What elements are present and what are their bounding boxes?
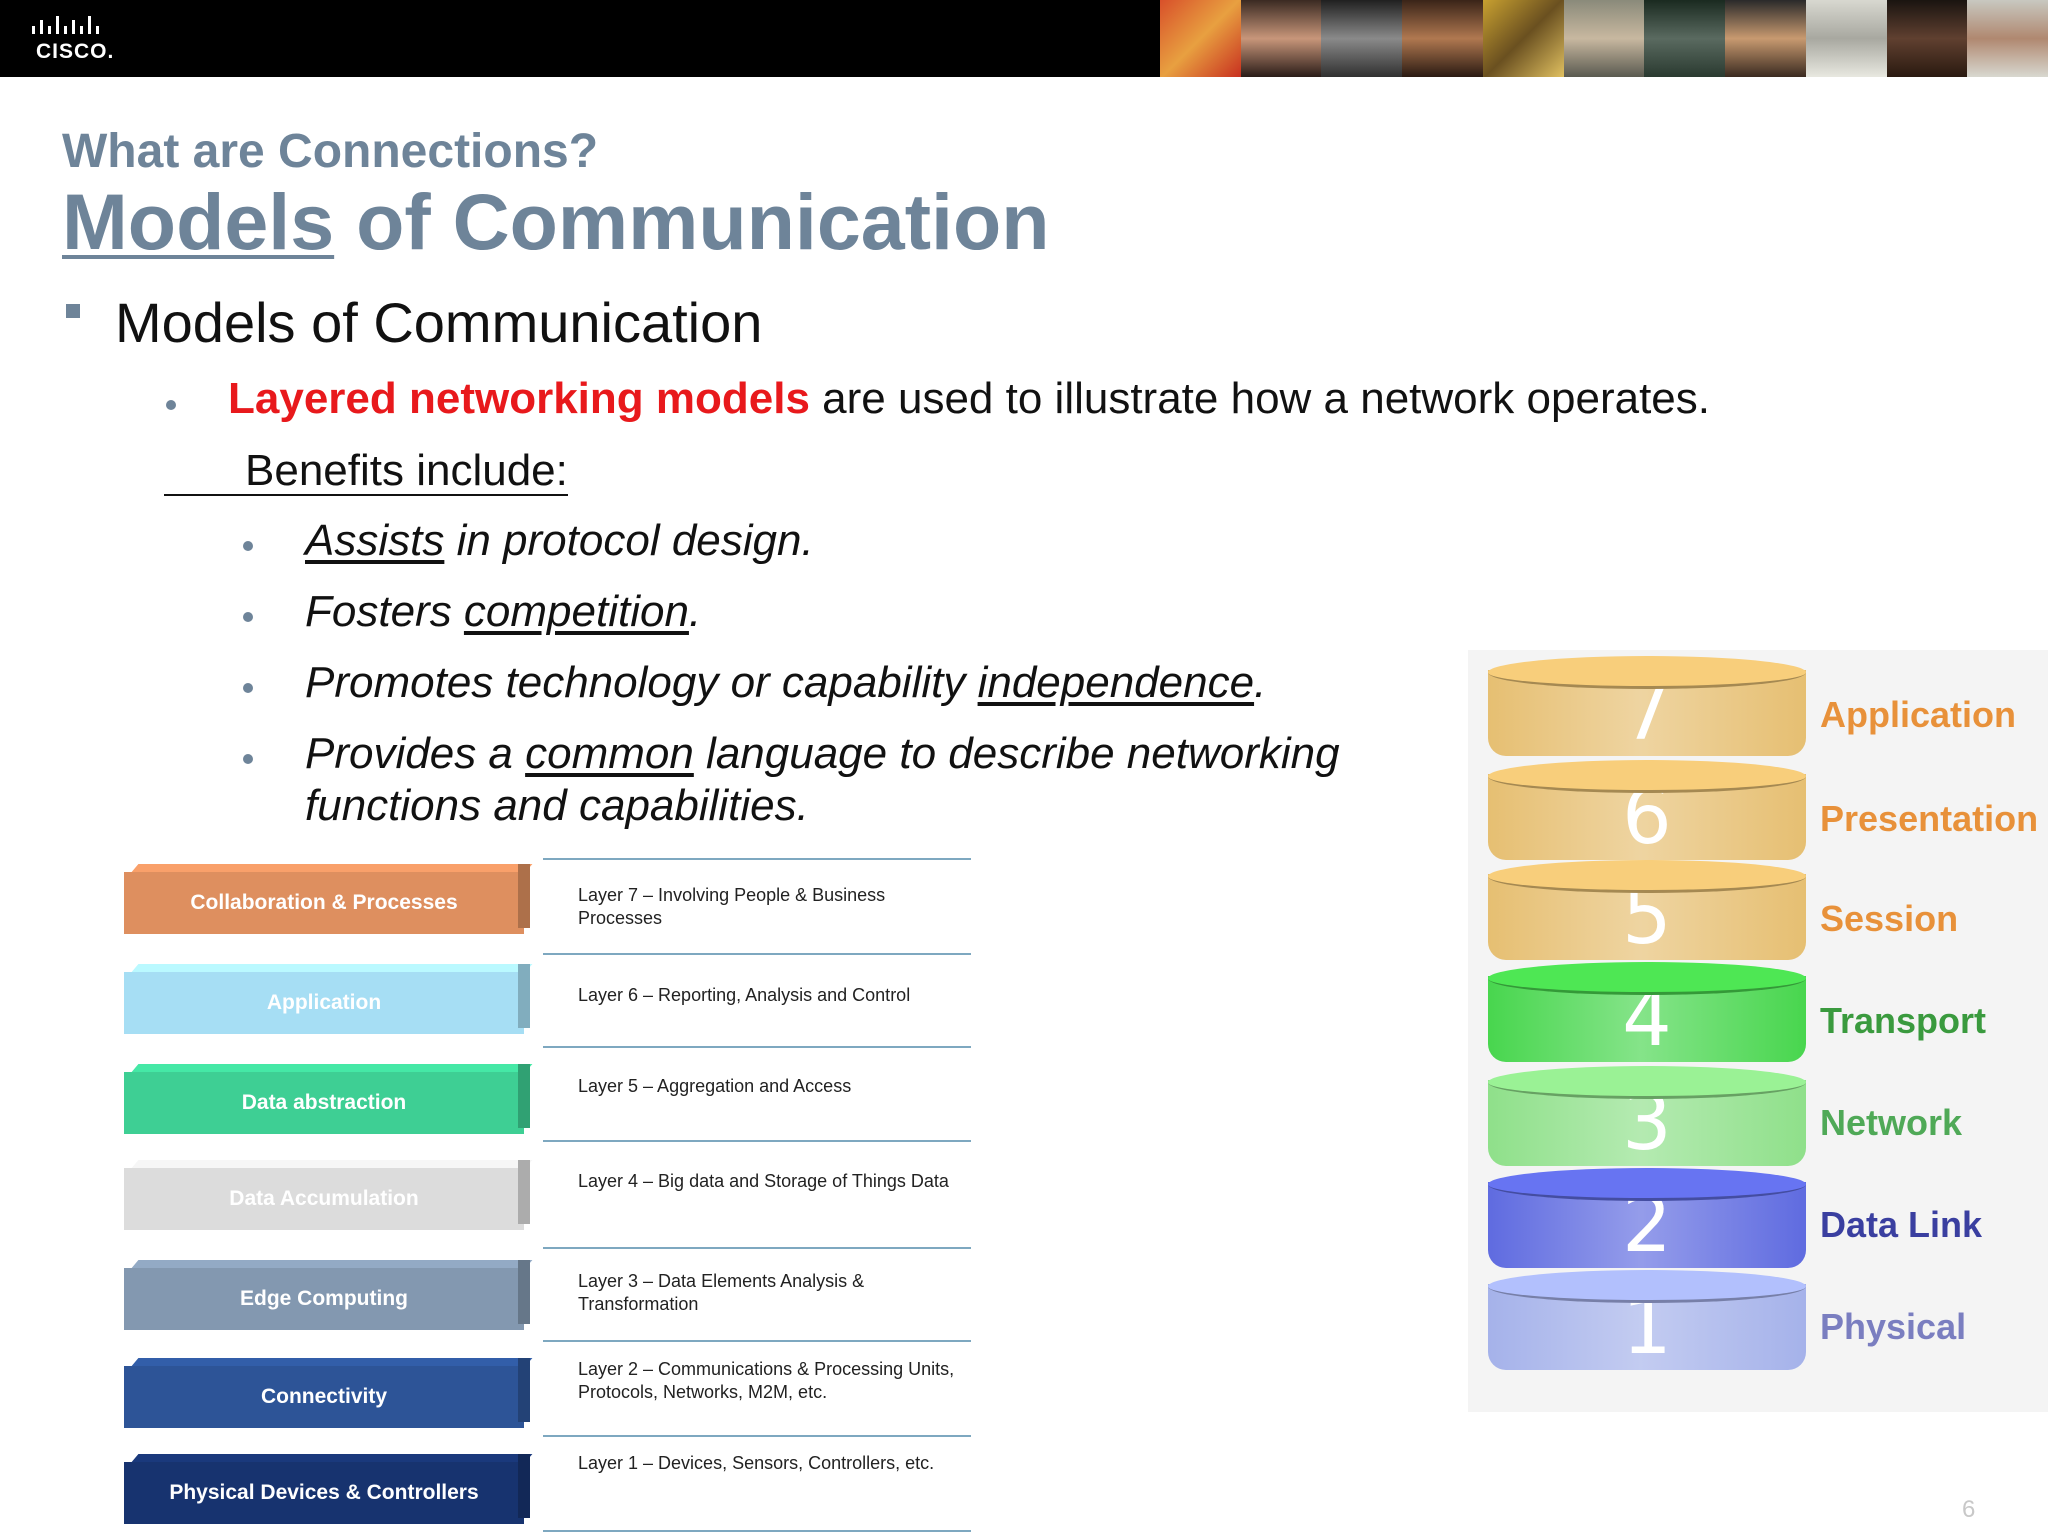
block-side-face xyxy=(518,864,530,928)
iot-layer-description: Layer 1 – Devices, Sensors, Controllers,… xyxy=(578,1453,935,1473)
iot-layer-block: Connectivity xyxy=(124,1358,533,1428)
benefit-text: language to describe networking xyxy=(693,729,1340,778)
iot-layer-label: Data abstraction xyxy=(124,1072,524,1134)
layered-models-highlight: Layered networking models xyxy=(228,374,810,423)
title-underlined-word: Models xyxy=(62,177,335,266)
table-divider xyxy=(543,1530,971,1532)
iot-layer-description: Layer 2 – Communications & Processing Un… xyxy=(578,1359,955,1402)
osi-layer-name: Data Link xyxy=(1820,1204,1983,1245)
logo-text: CISCO. xyxy=(36,40,115,63)
osi-disk-top xyxy=(1488,1270,1806,1303)
iot-layer-label: Collaboration & Processes xyxy=(124,872,524,934)
osi-disk-top xyxy=(1488,962,1806,995)
table-divider xyxy=(543,1340,971,1342)
iot-layer-description: Layer 3 – Data Elements Analysis & Trans… xyxy=(578,1271,865,1314)
square-bullet-icon xyxy=(66,304,80,318)
table-divider xyxy=(543,1140,971,1142)
benefits-heading: Benefits include: xyxy=(164,448,568,496)
osi-disk-top xyxy=(1488,656,1806,689)
osi-disk-top xyxy=(1488,860,1806,893)
osi-layer-disk: 7 xyxy=(1488,656,1806,758)
benefit-keyword: common xyxy=(525,729,694,778)
block-side-face xyxy=(518,1260,530,1324)
bullet-dot-icon xyxy=(243,683,253,693)
iot-layer-label: Physical Devices & Controllers xyxy=(124,1462,524,1524)
benefit-text: in protocol design. xyxy=(444,516,814,565)
benefit-competition: Fosters competition. xyxy=(305,587,701,637)
table-divider xyxy=(543,1046,971,1048)
table-divider xyxy=(543,1435,971,1437)
benefit-text: Promotes technology or capability xyxy=(305,658,978,707)
block-side-face xyxy=(518,1454,530,1518)
page-number: 6 xyxy=(1962,1496,1976,1523)
benefit-common-language: Provides a common language to describe n… xyxy=(305,729,1340,779)
iot-layer-description: Layer 6 – Reporting, Analysis and Contro… xyxy=(578,985,911,1005)
layered-models-text: are used to illustrate how a network ope… xyxy=(809,374,1710,423)
benefit-text: Provides a xyxy=(305,729,526,778)
iot-layer-label: Connectivity xyxy=(124,1366,524,1428)
iot-layer-block: Collaboration & Processes xyxy=(124,864,533,934)
bullet-models-of-communication: Models of Communication xyxy=(115,291,763,354)
bullet-dot-icon xyxy=(243,754,253,764)
bullet-dot-icon xyxy=(243,612,253,622)
slide-title: Models of Communication xyxy=(62,176,1050,268)
table-divider xyxy=(543,953,971,955)
header-bar: CISCO. xyxy=(0,0,2048,77)
osi-layer-name: Transport xyxy=(1820,1000,1987,1041)
benefit-assists: Assists in protocol design. xyxy=(305,516,814,566)
iot-layer-description: Layer 4 – Big data and Storage of Things… xyxy=(578,1171,949,1191)
iot-layer-description: Layer 7 – Involving People & Business Pr… xyxy=(578,885,886,928)
block-side-face xyxy=(518,1358,530,1422)
block-side-face xyxy=(518,1064,530,1128)
table-divider xyxy=(543,1247,971,1249)
iot-layer-label: Edge Computing xyxy=(124,1268,524,1330)
osi-layer-disk: 3 xyxy=(1488,1066,1806,1168)
bullet-dot-icon xyxy=(243,541,253,551)
benefit-keyword: independence xyxy=(977,658,1255,707)
iot-layer-block: Application xyxy=(124,964,533,1034)
osi-layer-disk: 5 xyxy=(1488,860,1806,962)
layered-models-statement: Layered networking models are used to il… xyxy=(228,374,1710,424)
benefit-keyword: Assists xyxy=(305,516,445,565)
cisco-bars-icon xyxy=(32,16,99,34)
slide-subtitle: What are Connections? xyxy=(62,125,599,178)
osi-disk-top xyxy=(1488,1066,1806,1099)
cisco-logo: CISCO. xyxy=(30,14,120,64)
osi-layer-name: Presentation xyxy=(1820,798,2039,839)
benefit-independence: Promotes technology or capability indepe… xyxy=(305,658,1266,708)
table-divider xyxy=(543,858,971,860)
bullet-dot-icon xyxy=(166,400,176,410)
iot-layer-block: Data Accumulation xyxy=(124,1160,533,1230)
osi-layer-name: Network xyxy=(1820,1102,1963,1143)
iot-layer-block: Physical Devices & Controllers xyxy=(124,1454,533,1524)
benefit-text: . xyxy=(688,587,702,636)
osi-layer-name: Application xyxy=(1820,694,2016,735)
benefit-text: Fosters xyxy=(305,587,464,636)
iot-layer-block: Edge Computing xyxy=(124,1260,533,1330)
osi-layer-disk: 2 xyxy=(1488,1168,1806,1270)
iot-layer-label: Application xyxy=(124,972,524,1034)
header-photo-strip xyxy=(1160,0,2048,77)
benefit-keyword: competition xyxy=(463,587,689,636)
iot-layer-label: Data Accumulation xyxy=(124,1168,524,1230)
osi-disk-top xyxy=(1488,1168,1806,1201)
benefit-common-language-line2: functions and capabilities. xyxy=(305,781,809,830)
osi-layer-name: Physical xyxy=(1820,1306,1967,1347)
iot-layer-block: Data abstraction xyxy=(124,1064,533,1134)
osi-layer-disk: 1 xyxy=(1488,1270,1806,1372)
osi-disk-top xyxy=(1488,760,1806,793)
osi-layer-name: Session xyxy=(1820,898,1959,939)
benefit-text: . xyxy=(1254,658,1267,707)
title-rest: of Communication xyxy=(334,177,1050,266)
osi-layer-disk: 6 xyxy=(1488,760,1806,862)
block-side-face xyxy=(518,964,530,1028)
iot-layer-description: Layer 5 – Aggregation and Access xyxy=(578,1076,852,1096)
block-side-face xyxy=(518,1160,530,1224)
osi-layer-disk: 4 xyxy=(1488,962,1806,1064)
